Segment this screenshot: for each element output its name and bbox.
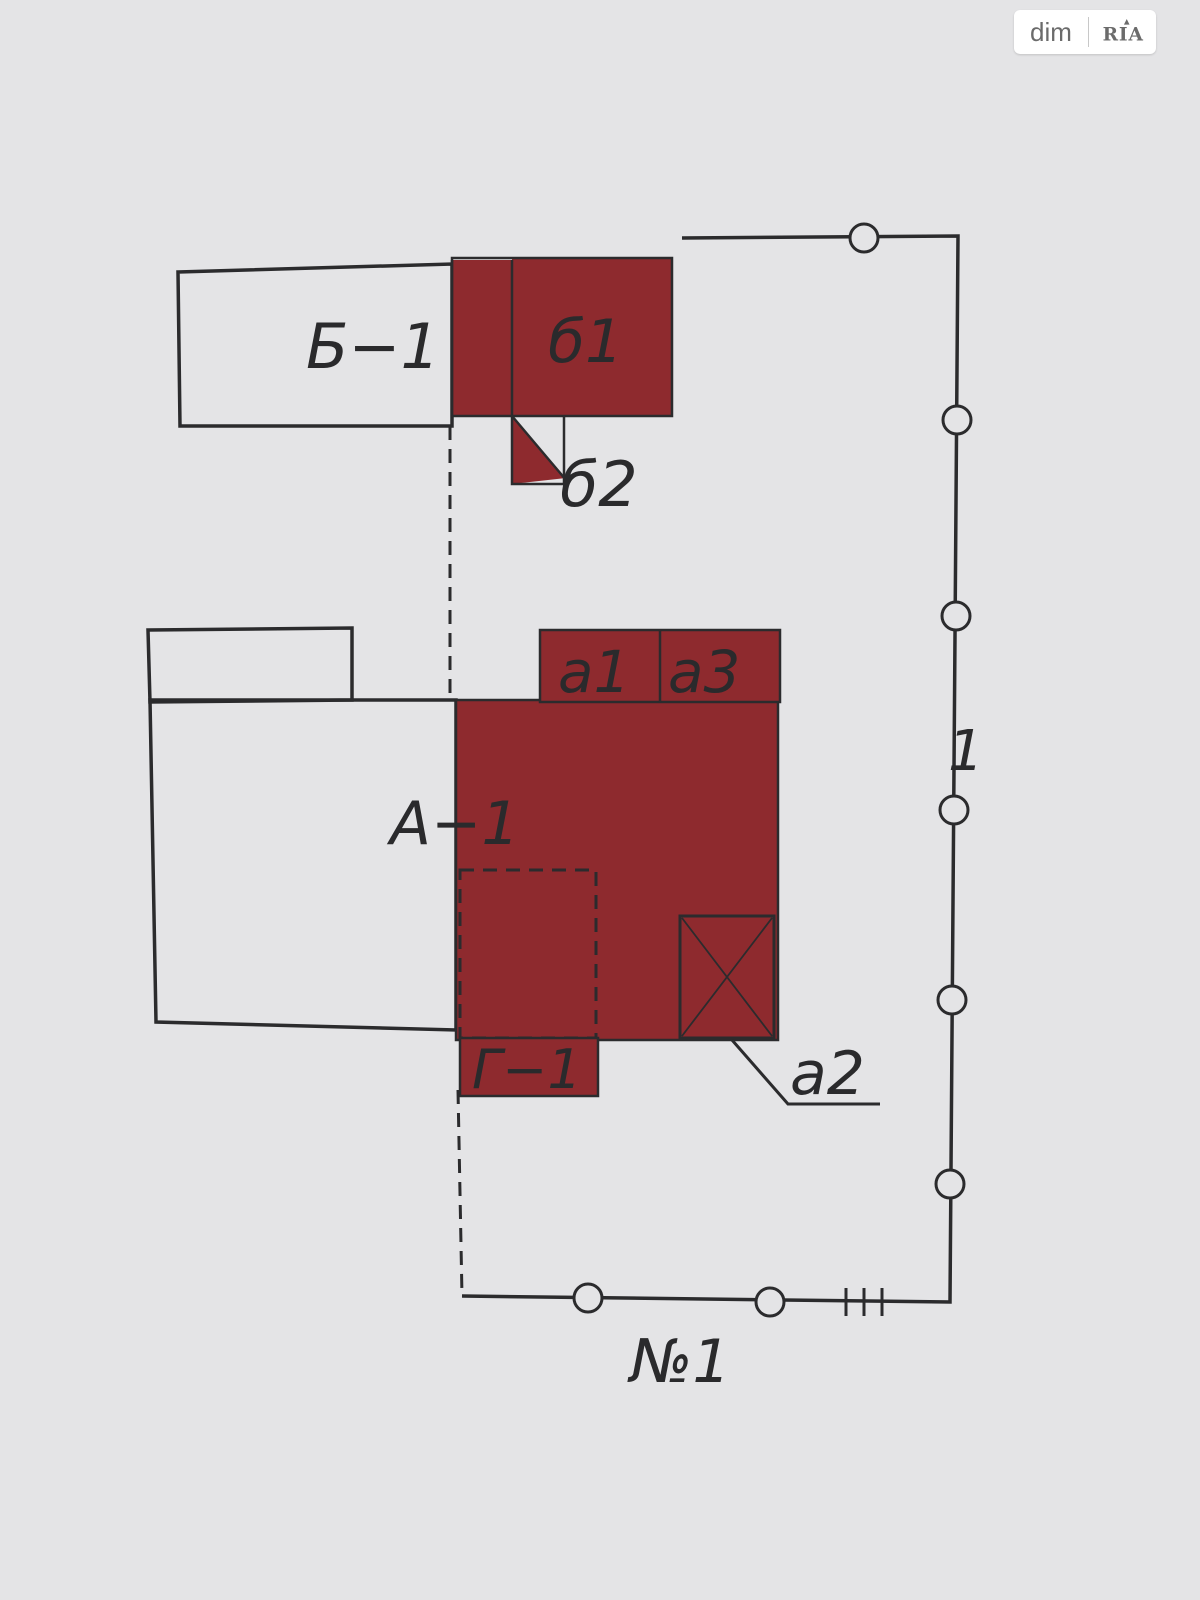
building-b1: Б−1 б1 xyxy=(176,256,674,428)
building-a1-white-top xyxy=(146,626,354,704)
watermark-badge: dim RIA xyxy=(1014,10,1156,54)
fence: 1 xyxy=(461,222,984,1318)
fence-post xyxy=(572,1282,604,1314)
building-b1-white-part xyxy=(176,262,454,428)
fence-post xyxy=(848,222,880,254)
fence-post xyxy=(754,1286,786,1318)
building-b1-red-strip xyxy=(452,260,512,416)
fence-line xyxy=(461,234,960,1304)
label-a3: а3 xyxy=(668,638,740,706)
svg-text:RIA: RIA xyxy=(1102,24,1143,45)
annex-a2 xyxy=(678,914,776,1040)
label-a2: а2 xyxy=(790,1039,865,1109)
annex-b2: б2 xyxy=(510,415,638,521)
fence-post xyxy=(941,404,973,436)
fence-post xyxy=(936,984,968,1016)
fence-post xyxy=(934,1168,966,1200)
annex-b1 xyxy=(512,258,672,416)
watermark-text: dim xyxy=(1030,16,1072,47)
fence-post xyxy=(938,794,970,826)
label-b1-main: Б−1 xyxy=(306,310,440,383)
label-g1: Г−1 xyxy=(472,1038,582,1101)
fence-post xyxy=(940,600,972,632)
building-a1-white-part xyxy=(148,698,458,1032)
label-lot-number: №1 xyxy=(627,1327,731,1397)
ria-logo-icon: RIA xyxy=(1102,18,1143,45)
building-a1-red-part xyxy=(456,700,778,1040)
label-b2: б2 xyxy=(560,448,638,521)
label-fence-number: 1 xyxy=(948,719,984,784)
label-a1: а1 xyxy=(558,638,630,706)
label-b1-annex: б1 xyxy=(548,307,623,377)
boundary-dashed-line xyxy=(448,426,464,1297)
structure-g1 xyxy=(460,1038,598,1096)
building-a1: а1 а3 А−1 а2 Г−1 xyxy=(146,626,880,1109)
watermark-divider xyxy=(1087,17,1089,47)
label-a-main: А−1 xyxy=(386,789,520,859)
leader-a2 xyxy=(730,1039,880,1106)
